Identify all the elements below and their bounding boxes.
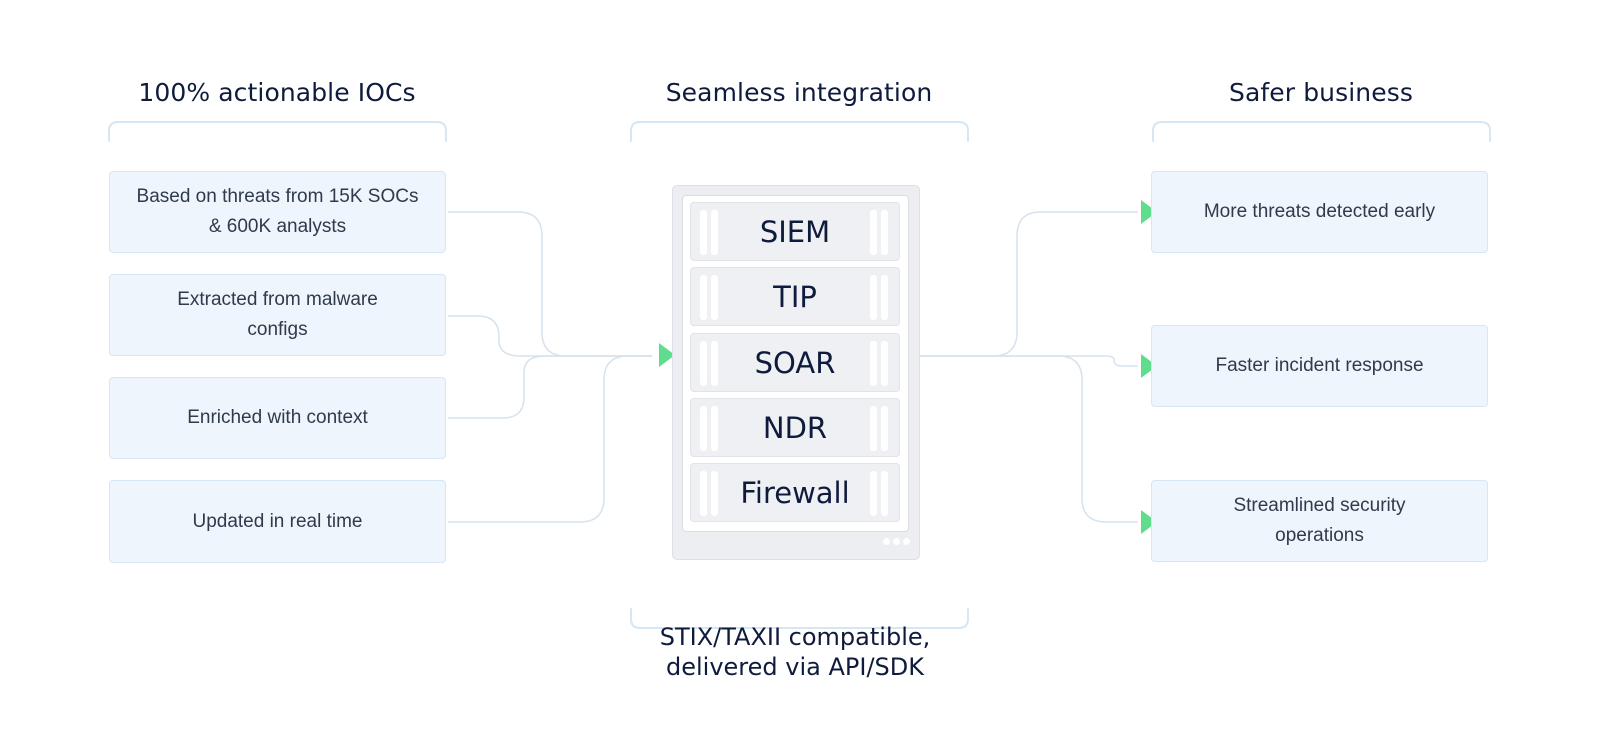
right-card-security-operations: Streamlined security operations bbox=[1151, 480, 1488, 562]
rack-grip-icon bbox=[700, 210, 720, 255]
integration-stack-rack: SIEM TIP SOAR NDR Firewall bbox=[682, 195, 909, 532]
stack-slot-label: SOAR bbox=[754, 345, 836, 380]
integration-stack: SIEM TIP SOAR NDR Firewall bbox=[672, 185, 920, 560]
card-text-line: & 600K analysts bbox=[208, 216, 347, 237]
green-triangle-arrow-icon bbox=[659, 343, 675, 367]
left-card-real-time: Updated in real time bbox=[109, 480, 446, 563]
connector-right-2 bbox=[920, 355, 1138, 367]
rack-grip-icon bbox=[870, 471, 890, 516]
card-text-line: operations bbox=[1275, 525, 1364, 546]
card-text-line: Faster incident response bbox=[1215, 355, 1424, 376]
connector-right-3 bbox=[920, 355, 1138, 523]
card-text-line: Streamlined security bbox=[1233, 495, 1406, 516]
green-triangle-arrow-icon bbox=[1141, 510, 1157, 534]
card-text-line: configs bbox=[247, 319, 308, 340]
connector-left-1 bbox=[448, 211, 652, 357]
connector-left-4 bbox=[448, 355, 652, 523]
card-text-line: Enriched with context bbox=[187, 407, 368, 428]
center-column-heading: Seamless integration bbox=[665, 78, 933, 107]
rack-grip-icon bbox=[700, 406, 720, 451]
rack-grip-icon bbox=[700, 471, 720, 516]
green-triangle-arrow-icon bbox=[1141, 354, 1157, 378]
stack-slot-label: TIP bbox=[773, 279, 817, 314]
green-triangle-arrow-icon bbox=[1141, 200, 1157, 224]
rack-grip-icon bbox=[700, 341, 720, 386]
left-card-malware-configs: Extracted from malware configs bbox=[109, 274, 446, 356]
stack-slot-siem: SIEM bbox=[690, 202, 900, 261]
rack-grip-icon bbox=[870, 275, 890, 320]
footer-line: delivered via API/SDK bbox=[666, 653, 924, 681]
stack-slot-ndr: NDR bbox=[690, 398, 900, 457]
stack-slot-label: SIEM bbox=[759, 214, 831, 249]
right-card-incident-response: Faster incident response bbox=[1151, 325, 1488, 407]
footer-line: STIX/TAXII compatible, bbox=[659, 623, 931, 651]
rack-grip-icon bbox=[870, 341, 890, 386]
left-card-enriched-context: Enriched with context bbox=[109, 377, 446, 459]
card-text-line: More threats detected early bbox=[1203, 201, 1436, 222]
stack-slot-firewall: Firewall bbox=[690, 463, 900, 522]
right-card-threats-detected: More threats detected early bbox=[1151, 171, 1488, 253]
footer-bracket bbox=[630, 608, 969, 629]
center-column-bracket bbox=[630, 121, 969, 142]
left-column-heading: 100% actionable IOCs bbox=[138, 78, 416, 107]
right-column-heading: Safer business bbox=[1229, 78, 1413, 107]
left-card-threat-sources: Based on threats from 15K SOCs & 600K an… bbox=[109, 171, 446, 253]
connector-left-2 bbox=[448, 315, 652, 357]
stack-slot-tip: TIP bbox=[690, 267, 900, 326]
three-dots-icon bbox=[883, 538, 910, 545]
rack-grip-icon bbox=[870, 210, 890, 255]
card-text-line: Extracted from malware bbox=[177, 289, 378, 310]
card-text-line: Based on threats from 15K SOCs bbox=[136, 186, 419, 207]
integration-footer-text: STIX/TAXII compatible, delivered via API… bbox=[600, 622, 990, 682]
left-column-bracket bbox=[108, 121, 447, 142]
right-column-bracket bbox=[1152, 121, 1491, 142]
stack-slot-label: Firewall bbox=[740, 475, 850, 510]
stack-slot-soar: SOAR bbox=[690, 333, 900, 392]
rack-grip-icon bbox=[870, 406, 890, 451]
stack-slot-label: NDR bbox=[762, 410, 828, 445]
connector-right-1 bbox=[920, 211, 1138, 357]
connector-left-3 bbox=[448, 355, 652, 419]
card-text-line: Updated in real time bbox=[192, 510, 363, 532]
rack-grip-icon bbox=[700, 275, 720, 320]
